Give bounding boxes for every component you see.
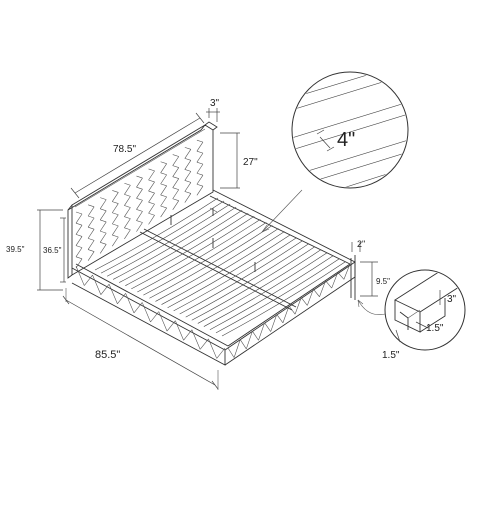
dim-headboard-width: 78.5" <box>70 112 205 199</box>
dim-upper-height: 27" <box>220 132 258 189</box>
dim-total-height: 39.5" <box>6 209 63 291</box>
total-height-label: 39.5" <box>6 245 25 254</box>
headboard-tufting <box>75 139 204 269</box>
footrail-tufting <box>227 263 351 358</box>
dim-headboard-height: 36.5" <box>43 217 66 283</box>
leg-depth-label: 1.5" <box>426 323 444 334</box>
dim-rail-width: 2" <box>351 239 365 252</box>
rail-width-label: 2" <box>357 239 365 249</box>
frame-height-label: 9.5" <box>376 277 390 286</box>
dim-bed-length: 85.5" <box>62 288 219 390</box>
headboard-width-label: 78.5" <box>113 144 136 155</box>
bed-frame <box>71 189 356 366</box>
dim-headboard-depth: 3" <box>206 98 220 122</box>
slat-width-label: 4" <box>337 129 355 151</box>
slat-detail: 4" <box>261 71 409 233</box>
leg-detail: 3" 1.5" 1.5" <box>357 269 466 361</box>
headboard-depth-label: 3" <box>210 98 220 109</box>
leg-width-label: 1.5" <box>382 350 400 361</box>
siderail-tufting <box>75 265 226 359</box>
bed-length-label: 85.5" <box>95 349 120 361</box>
leg-height-label: 3" <box>447 294 457 305</box>
bed-slats <box>94 197 346 337</box>
upper-height-label: 27" <box>243 157 258 168</box>
headboard <box>67 121 218 279</box>
dim-frame-height: 9.5" <box>360 261 390 297</box>
headboard-height-label: 36.5" <box>43 246 62 255</box>
